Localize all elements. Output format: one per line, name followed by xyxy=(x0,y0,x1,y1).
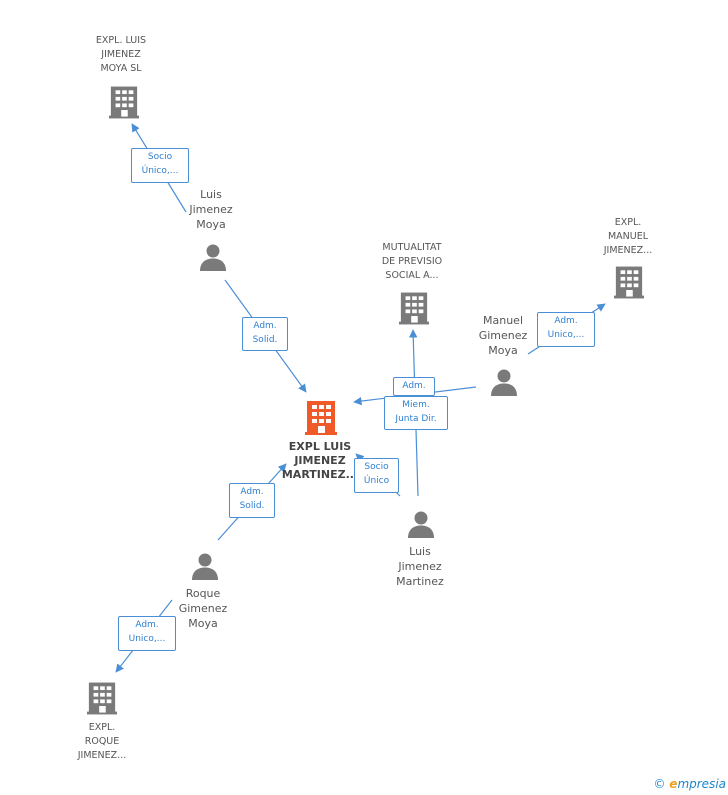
building-icon-main[interactable] xyxy=(305,401,337,435)
brand-logo-text: mpresia xyxy=(677,777,726,791)
brand-footer[interactable]: © empresia xyxy=(653,777,726,791)
node-label-luis-martinez[interactable]: Luis Jimenez Martinez xyxy=(396,545,444,588)
node-label-expl-manuel[interactable]: EXPL. MANUEL JIMENEZ... xyxy=(603,217,653,256)
edge-label-socio-unico-1[interactable]: Socio Único,... xyxy=(131,148,189,183)
copyright-icon: © xyxy=(653,777,666,791)
brand-logo-initial: e xyxy=(669,777,678,791)
building-icon-expl-luis-moya[interactable] xyxy=(109,86,139,119)
person-icon-roque[interactable] xyxy=(191,552,219,580)
node-label-expl-roque[interactable]: EXPL. ROQUE JIMENEZ... xyxy=(77,722,127,761)
person-icon-luis-moya[interactable] xyxy=(199,243,227,271)
node-label-manuel[interactable]: Manuel Gimenez Moya xyxy=(478,314,528,357)
node-label-main[interactable]: EXPL LUIS JIMENEZ MARTINEZ... xyxy=(281,440,359,481)
edge-label-adm-manuel[interactable]: Adm. xyxy=(393,377,435,396)
person-icon-manuel[interactable] xyxy=(490,368,518,396)
node-label-expl-luis-moya[interactable]: EXPL. LUIS JIMENEZ MOYA SL xyxy=(95,35,147,74)
person-icon-luis-martinez[interactable] xyxy=(407,510,435,538)
edge-label-socio-unico-2[interactable]: Socio Único xyxy=(354,458,399,493)
node-label-mutualitat[interactable]: MUTUALITAT DE PREVISIO SOCIAL A... xyxy=(381,242,443,281)
edge-label-miem-junta[interactable]: Miem. Junta Dir. xyxy=(384,396,448,430)
building-icon-mutualitat[interactable] xyxy=(399,292,429,325)
building-icon-expl-manuel[interactable] xyxy=(614,266,644,299)
edge-label-adm-solid-2[interactable]: Adm. Solid. xyxy=(229,483,275,518)
node-label-luis-moya[interactable]: Luis Jimenez Moya xyxy=(189,188,233,231)
building-icon-expl-roque[interactable] xyxy=(87,682,117,715)
edge-label-adm-solid-1[interactable]: Adm. Solid. xyxy=(242,317,288,351)
edge-label-adm-unico-roque[interactable]: Adm. Unico,... xyxy=(118,616,176,651)
edge-label-adm-unico-manuel[interactable]: Adm. Unico,... xyxy=(537,312,595,347)
node-label-roque[interactable]: Roque Gimenez Moya xyxy=(178,587,228,630)
